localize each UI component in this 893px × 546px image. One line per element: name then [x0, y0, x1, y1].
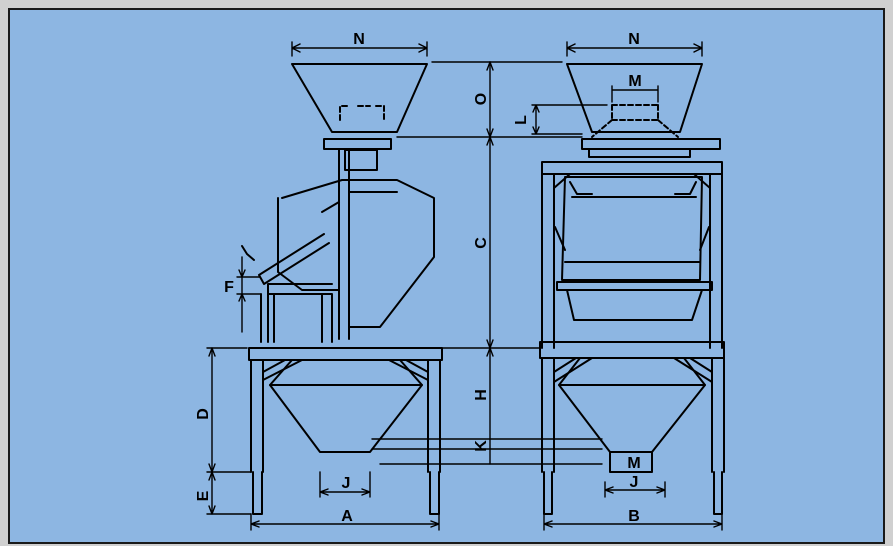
side-hopper-inlet: [339, 105, 385, 121]
front-frame-braces: [553, 357, 713, 383]
body-height-label: C: [473, 237, 490, 249]
side-depth-label: A: [341, 508, 353, 525]
front-tray: [556, 281, 713, 321]
front-hopper-flange: [581, 138, 721, 150]
spout-label: F: [224, 279, 234, 296]
side-cone-rim: [269, 359, 423, 386]
outlet-height-label: K: [473, 440, 490, 452]
front-outlet-frame-label: J: [630, 474, 639, 491]
side-hopper-flange: [323, 138, 392, 150]
front-cone-rim: [558, 357, 706, 386]
side-hopper-neck: [344, 149, 378, 171]
front-frame: [541, 161, 723, 349]
leg-height-label: E: [195, 490, 212, 501]
front-outlet-width-label: M: [627, 455, 640, 472]
side-outlet-width-label: J: [342, 475, 351, 492]
lower-height-label: D: [195, 408, 212, 420]
front-hopper-inlet: [591, 104, 679, 138]
front-drum-ends: [554, 181, 710, 251]
front-base-frame: [539, 341, 725, 359]
hopper-height-label: O: [473, 93, 490, 105]
side-frame-legs: [250, 359, 441, 473]
side-column: [338, 149, 350, 340]
front-base-width-label: B: [628, 508, 640, 525]
inlet-drop-label: L: [513, 115, 530, 125]
side-base-frame: [248, 347, 443, 361]
front-top-rail: [588, 148, 691, 158]
drawing-panel: N N M O L C H K F D E J M J A B: [8, 8, 885, 544]
front-drum: [561, 176, 703, 281]
side-housing: [277, 179, 435, 328]
side-chute: [258, 233, 330, 285]
side-housing-detail: [321, 191, 398, 213]
front-hopper: [566, 63, 703, 133]
front-width-label: N: [628, 31, 640, 48]
side-inner-frame: [260, 283, 333, 343]
dimension-labels: N N M O L C H K F D E J M J A B: [195, 31, 642, 525]
front-view: [539, 63, 725, 515]
side-view: [241, 63, 443, 515]
machine-dimension-drawing: N N M O L C H K F D E J M J A B: [195, 31, 725, 531]
side-hopper: [291, 63, 428, 133]
dimension-lines: [206, 41, 723, 531]
front-cone: [558, 384, 706, 453]
cone-height-label: H: [473, 389, 490, 401]
front-frame-legs: [541, 357, 725, 473]
front-inlet-width-label: M: [628, 73, 641, 90]
side-feet: [252, 471, 440, 515]
side-chute-tip: [241, 245, 255, 261]
side-cone: [269, 384, 423, 453]
side-width-label: N: [353, 31, 365, 48]
front-feet: [543, 471, 723, 515]
